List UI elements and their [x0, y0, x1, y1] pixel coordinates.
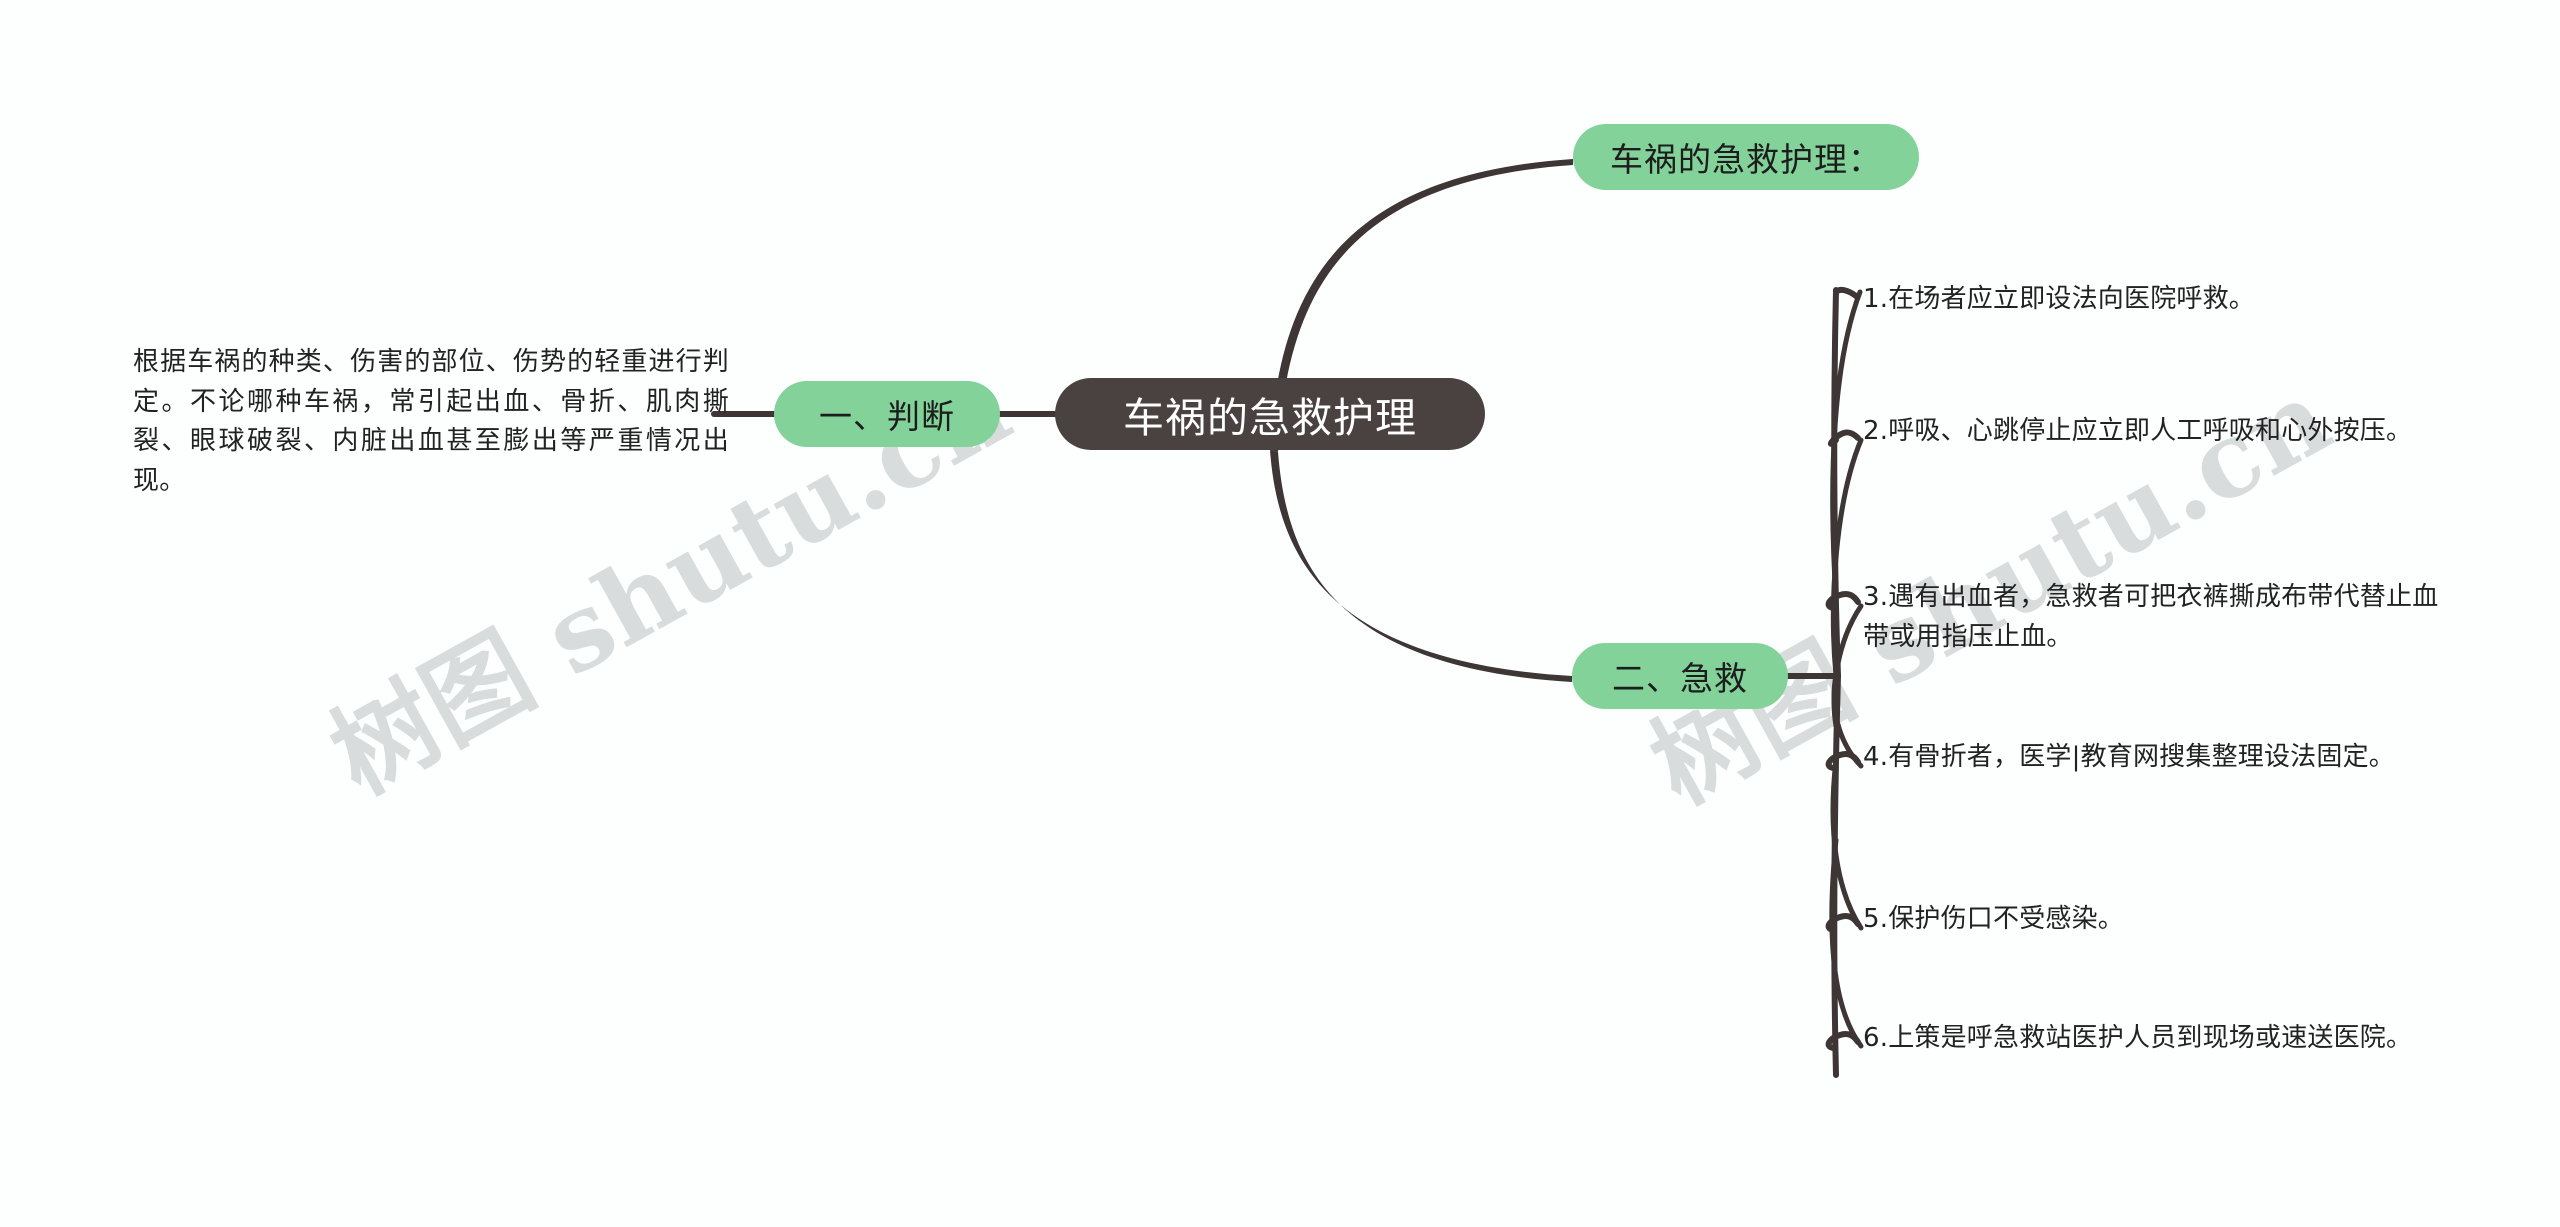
hook-leaf-2: [1830, 437, 1864, 679]
hook-leaf-1: [1830, 289, 1863, 603]
leaf-item-1: 1.在场者应立即设法向医院呼救。: [1863, 284, 2256, 314]
root-node[interactable]: 车祸的急救护理: [1055, 378, 1485, 450]
connector-leaf-3: [1825, 590, 1861, 611]
leaf-item-6: 6.上策是呼急救站医护人员到现场或速送医院。: [1863, 1023, 2413, 1053]
leaf-item-5: 5.保护伤口不受感染。: [1863, 904, 2125, 934]
branch-node-topic-3[interactable]: 二、急救: [1572, 643, 1788, 709]
connector-root-to-topic3: [1270, 450, 1572, 682]
summary-text-block: 根据车祸的种类、伤害的部位、伤势的轻重进行判定。不论哪种车祸，常引起出血、骨折、…: [133, 347, 729, 496]
root-node-label: 车祸的急救护理: [1123, 394, 1417, 442]
branch-node-topic-2-label: 一、判断: [819, 397, 955, 436]
branch-node-topic-1[interactable]: 车祸的急救护理：: [1573, 124, 1919, 190]
branch-node-topic-3-label: 二、急救: [1612, 659, 1748, 698]
leaf-item-3: 3.遇有出血者，急救者可把衣裤撕成布带代替止血带或用指压止血。: [1863, 582, 2439, 652]
branch-node-topic-2[interactable]: 一、判断: [774, 381, 1000, 447]
hook-leaf-6: [1829, 837, 1864, 1049]
connector-leaf-1: [1833, 286, 1859, 299]
leaf-item-4: 4.有骨折者，医学|教育网搜集整理设法固定。: [1863, 742, 2395, 772]
leaf-item-2: 2.呼吸、心跳停止应立即人工呼吸和心外按压。: [1863, 416, 2413, 446]
hook-leaf-4: [1831, 673, 1864, 769]
branch-node-topic-1-label: 车祸的急救护理：: [1610, 140, 1882, 179]
